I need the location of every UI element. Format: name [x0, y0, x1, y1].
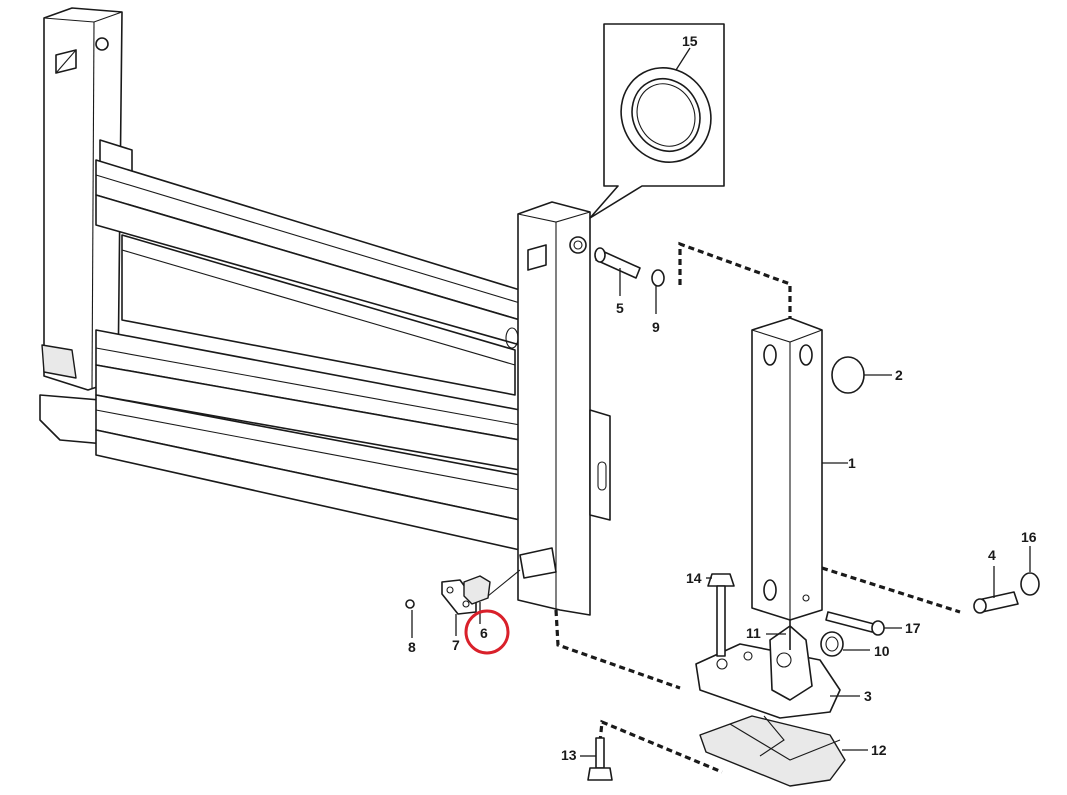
- assembly-line-right: [821, 566, 961, 614]
- bracket-7: [441, 579, 477, 636]
- label-part-12: 12: [871, 742, 887, 758]
- label-part-14: 14: [686, 570, 702, 586]
- cap-2: [831, 356, 892, 394]
- assembly-line-left: [554, 609, 681, 690]
- assembly-line-bottom: [598, 719, 723, 774]
- seal-detail-callout: [589, 23, 725, 219]
- label-part-13: 13: [561, 747, 577, 763]
- bolt-14: [706, 573, 735, 657]
- plate-12: [699, 715, 868, 787]
- label-part-11: 11: [746, 625, 761, 641]
- frame-right-post: [517, 201, 611, 616]
- assembly-line-top: [678, 241, 792, 318]
- label-part-9: 9: [652, 319, 660, 335]
- label-part-17: 17: [905, 620, 921, 636]
- label-part-10: 10: [874, 643, 890, 659]
- frame-cross-members: [95, 159, 521, 551]
- bolt-17: [825, 611, 902, 636]
- pin-4: [973, 566, 1019, 614]
- block-6: [463, 569, 521, 624]
- label-part-5: 5: [616, 300, 624, 316]
- label-part-4: 4: [988, 547, 996, 563]
- washer-10: [820, 631, 870, 657]
- label-part-6: 6: [480, 625, 488, 641]
- highlight-circle: [464, 609, 510, 655]
- label-part-15: 15: [682, 33, 698, 49]
- leg-1: [751, 317, 848, 621]
- label-part-1: 1: [848, 455, 856, 471]
- label-part-7: 7: [452, 637, 460, 653]
- bolt-13: [580, 737, 613, 781]
- pin-5: [594, 247, 641, 296]
- screw-8: [405, 599, 415, 638]
- clip-9: [651, 269, 665, 314]
- label-part-3: 3: [864, 688, 872, 704]
- label-part-2: 2: [895, 367, 903, 383]
- clip-16: [1020, 546, 1040, 596]
- label-part-8: 8: [408, 639, 416, 655]
- label-part-16: 16: [1021, 529, 1037, 545]
- pin-11: [766, 620, 791, 650]
